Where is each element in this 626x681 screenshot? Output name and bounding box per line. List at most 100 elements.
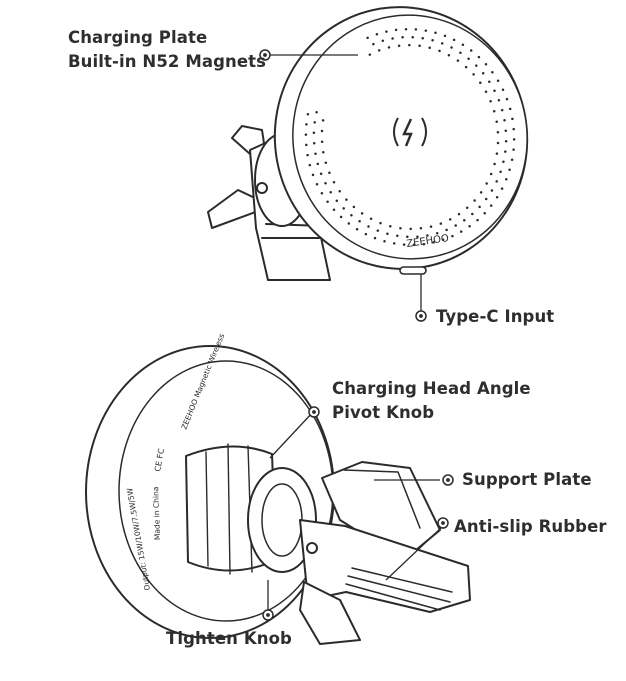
magnet-dot	[312, 131, 316, 135]
magnet-dot	[311, 173, 315, 177]
magnet-dot	[495, 152, 499, 155]
magnet-dot	[369, 217, 373, 221]
magnet-dot	[500, 187, 504, 190]
magnet-dot	[306, 112, 310, 116]
magnet-dot	[435, 231, 439, 235]
magnet-dot	[381, 39, 385, 43]
magnet-dot	[408, 43, 411, 47]
magnet-dot	[402, 243, 406, 246]
magnet-dot	[315, 110, 318, 114]
magnet-dot	[377, 49, 381, 52]
magnet-dot	[477, 55, 481, 59]
magnet-dot	[473, 199, 476, 202]
magnet-dot	[401, 36, 404, 39]
magnet-dot	[391, 37, 394, 40]
magnet-dot	[394, 28, 398, 32]
magnet-dot	[489, 172, 493, 176]
magnet-dot	[503, 119, 506, 122]
magnet-dot	[499, 170, 502, 174]
magnet-dot	[495, 180, 498, 183]
wireless-charging-icon	[393, 117, 427, 147]
magnet-dot	[445, 228, 448, 232]
magnet-dot	[488, 80, 491, 83]
magnet-dot	[483, 211, 486, 215]
clip-foot	[299, 581, 361, 645]
magnet-dot	[397, 44, 401, 47]
magnet-dot	[304, 133, 308, 136]
label-charging-plate: Charging Plate	[68, 28, 208, 47]
magnet-dot	[476, 218, 479, 222]
anti-slip-rubber	[351, 567, 453, 593]
magnet-dot	[484, 197, 488, 201]
magnet-dot	[454, 224, 457, 227]
magnet-dot	[472, 73, 475, 76]
magnet-dot	[501, 88, 505, 91]
magnet-dot	[320, 129, 324, 133]
magnet-dot	[367, 225, 370, 228]
magnet-dot	[414, 28, 418, 31]
magnet-dot	[459, 51, 462, 54]
magnet-dot	[504, 150, 507, 153]
callout-target-icon	[415, 310, 427, 322]
magnet-dot	[418, 44, 421, 48]
magnet-dot	[399, 226, 402, 230]
magnet-dot	[451, 234, 454, 238]
magnet-dot	[392, 242, 396, 245]
magnet-dot	[350, 214, 353, 217]
magnet-dot	[493, 89, 496, 92]
magnet-dot	[355, 227, 359, 231]
type-c-port	[399, 266, 427, 275]
magnet-dot	[485, 182, 488, 185]
magnet-dot	[510, 158, 514, 162]
magnet-dot	[321, 119, 325, 122]
magnet-dot	[475, 64, 478, 67]
magnet-dot	[322, 151, 325, 154]
magnet-dot	[328, 171, 331, 175]
magnet-dot	[479, 191, 483, 194]
magnet-dot	[471, 212, 474, 216]
magnet-dot	[489, 99, 492, 103]
label-pivot-knob-line1: Charging Head Angle	[332, 379, 531, 398]
svg-text:CE FC: CE FC	[153, 447, 166, 472]
magnet-dot	[495, 120, 498, 123]
magnet-dot	[459, 230, 463, 233]
magnet-dot	[440, 42, 444, 45]
magnet-dot	[504, 139, 508, 143]
magnet-dot	[434, 31, 437, 35]
magnet-dot	[319, 172, 323, 176]
magnet-dot	[326, 200, 329, 204]
magnet-dot	[329, 191, 332, 194]
magnet-dot	[385, 30, 388, 33]
magnet-dot	[489, 204, 493, 207]
magnet-dot	[386, 232, 389, 235]
magnet-dot	[465, 206, 469, 210]
magnet-dot	[512, 138, 516, 141]
magnet-dot	[376, 229, 380, 232]
magnet-dot	[342, 207, 345, 210]
callout-target-icon	[442, 474, 454, 486]
magnet-dot	[306, 153, 309, 157]
magnet-dot	[450, 46, 453, 49]
magnet-dot	[308, 163, 312, 167]
magnet-dot	[421, 36, 424, 40]
magnet-dot	[396, 234, 399, 238]
magnet-dot	[484, 90, 488, 93]
magnet-dot	[500, 108, 504, 112]
ce-fcc-marks: CE FC	[153, 447, 166, 472]
label-type-c: Type-C Input	[436, 307, 555, 326]
magnet-dot	[478, 205, 481, 209]
magnet-dot	[379, 221, 382, 225]
label-pivot-knob-line2: Pivot Knob	[332, 403, 435, 422]
magnet-dot	[426, 234, 429, 237]
magnet-dot	[512, 148, 515, 151]
magnet-dot	[495, 196, 499, 199]
magnet-dot	[505, 178, 508, 181]
magnet-dot	[338, 190, 341, 193]
magnet-dot	[352, 205, 356, 209]
magnet-dot	[339, 215, 343, 219]
magnet-dot	[335, 199, 339, 202]
label-magnets: Built-in N52 Magnets	[68, 52, 267, 71]
magnet-dot	[419, 227, 423, 230]
magnet-dot	[416, 235, 419, 238]
magnet-dot	[305, 143, 308, 147]
